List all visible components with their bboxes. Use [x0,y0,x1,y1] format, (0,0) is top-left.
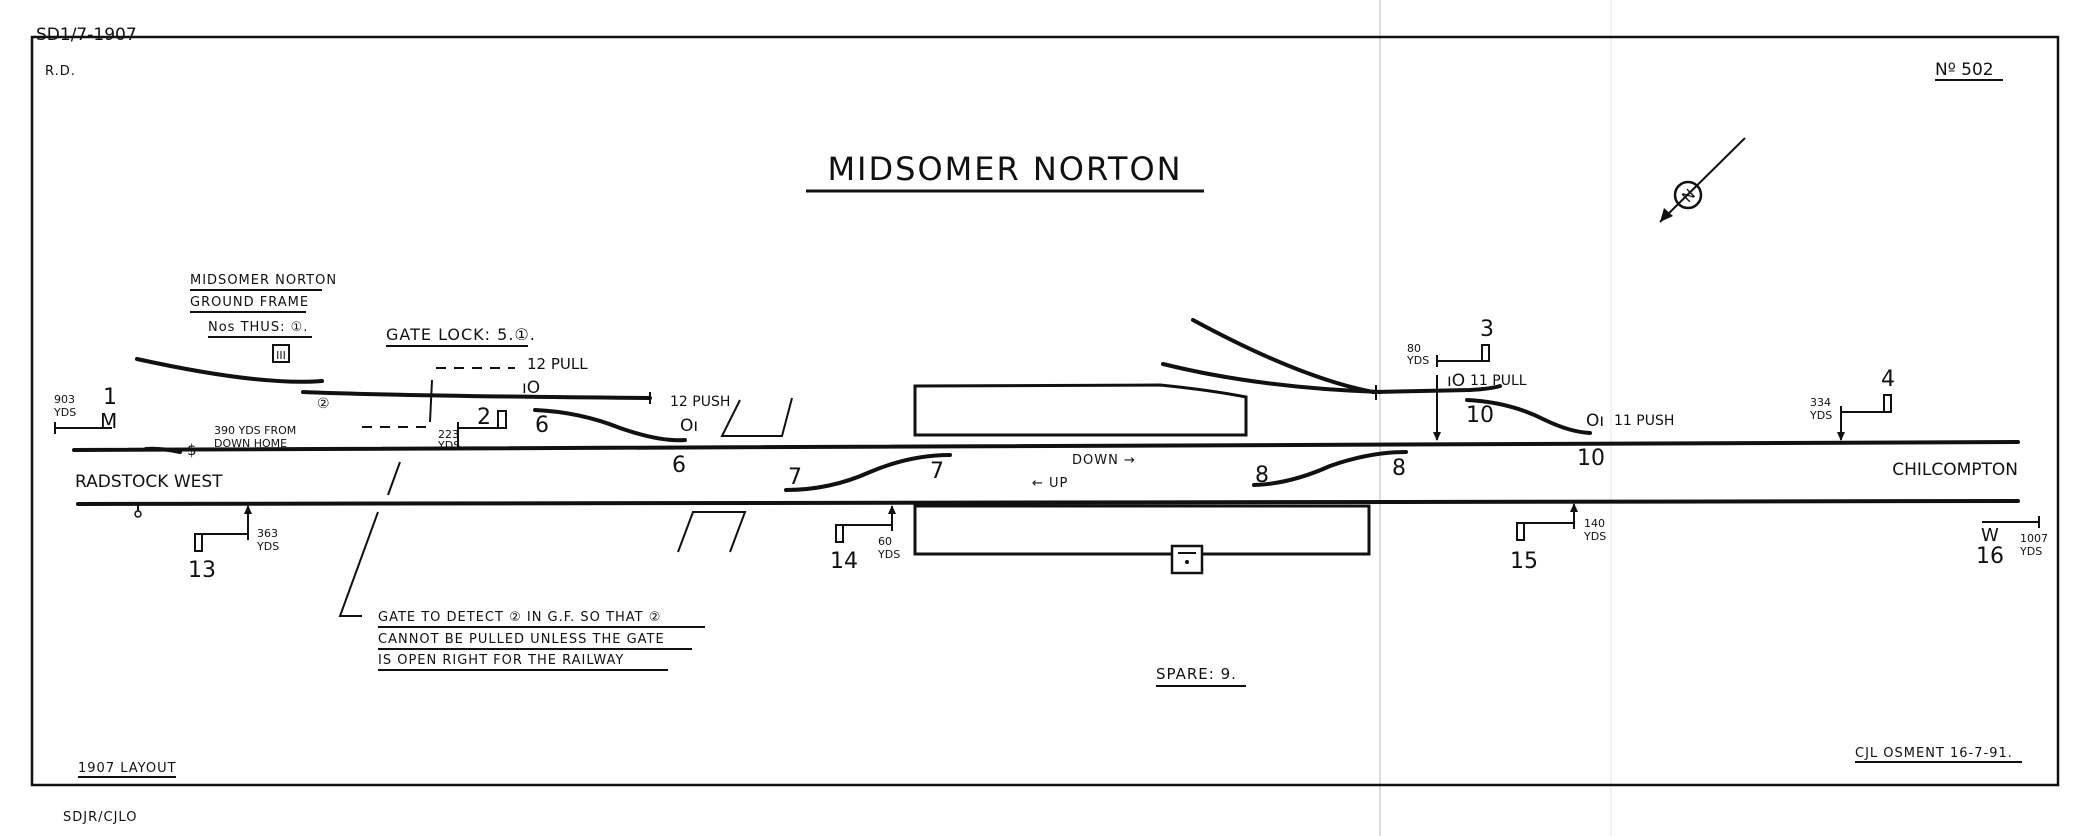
signal-13-number: 13 [188,558,216,583]
signal-15-number: 15 [1510,549,1538,574]
siding-track [1161,362,1382,394]
points-6 [533,408,687,443]
spare-lever-note: SPARE: 9. [1156,665,1237,683]
lever-11-pull: 11 PULL [1470,373,1527,389]
diagram-border [30,35,2060,787]
catch-point-icon: $ [187,441,197,459]
siding-track [1371,384,1502,394]
direction-up: ← UP [1032,476,1068,491]
station-chilcompton: CHILCOMPTON [1892,460,2018,480]
lever-12-push: 12 PUSH [670,394,730,410]
signal-1-distance: 903 [54,393,75,406]
siding-track [301,390,652,400]
ground-frame-subtitle: GROUND FRAME [190,295,309,310]
signal-3-number: 3 [1480,317,1494,342]
signal-1-unit: YDS [53,406,76,419]
ground-frame-box [272,344,290,363]
north-arrow-icon: N [1659,137,1746,223]
direction-down: DOWN → [1072,453,1136,468]
signal-16-type: W [1981,525,1999,546]
ground-frame-lever-2: ② [317,396,330,412]
signal-14-distance: 60 [878,535,892,548]
points-6-label: 6 [535,413,549,438]
gate-lever [429,379,433,423]
up-platform [913,504,1371,556]
gate-note-line: IS OPEN RIGHT FOR THE RAILWAY [378,653,624,668]
signal-3-unit: YDS [1406,354,1429,367]
signal-2-arm [497,410,507,429]
points-10-label: 10 [1577,446,1605,471]
siding-track [1191,318,1375,394]
disc-signal-icon: Oı [680,416,698,436]
rd-label: R.D. [45,64,76,79]
signal-3-arm [1481,344,1490,362]
reference-top: SD1/7-1907 [36,25,137,45]
page-title: MIDSOMER NORTON [827,150,1182,188]
signal-3-distance: 80 [1407,342,1421,355]
signal-4-unit: YDS [1809,409,1832,422]
signal-1-number: 1 [103,385,117,410]
disc-signal-icon: ıO [1447,371,1465,391]
ground-frame-numbering: Nos THUS: ①. [208,320,308,335]
gate-note-line: GATE TO DETECT ② IN G.F. SO THAT ② [378,610,661,625]
svg-text:N: N [1678,185,1699,206]
signal-14-unit: YDS [877,548,900,561]
signal-15-unit: YDS [1583,530,1606,543]
signal-2-unit: YDS [437,439,460,452]
diagram-number: Nº 502 [1935,60,1994,80]
signal-13-unit: YDS [256,540,279,553]
disc-signal-icon: Oı [1586,411,1604,431]
siding-track [135,357,324,384]
catch-point-note: DOWN HOME [214,437,287,450]
signal-4-number: 4 [1881,367,1895,392]
station-radstock-west: RADSTOCK WEST [75,472,223,492]
points-10-label: 10 [1466,403,1494,428]
points-7-label: 7 [930,459,944,484]
signal-14-number: 14 [830,549,858,574]
points-7-label: 7 [788,465,802,490]
down-main-line [72,440,2020,452]
signal-4-distance: 334 [1810,396,1831,409]
signal-box-icon [1170,544,1204,575]
signal-16-number: 16 [1976,544,2004,569]
points-6-label: 6 [672,453,686,478]
points-8 [1252,450,1408,487]
catch-point [144,446,182,454]
points-7 [784,453,952,492]
author-credit: CJL OSMENT 16-7-91. [1855,746,2013,761]
reference-bottom: SDJR/CJLO [63,810,137,825]
signal-16-distance: 1007 [2020,532,2048,545]
signal-15-arm [1516,522,1525,541]
catch-point-note: 390 YDS FROM [214,424,296,437]
disc-signal-icon: ıO [522,378,540,398]
signal-13-arm [194,533,203,552]
ground-frame-box-label: III [276,349,286,362]
signal-16-unit: YDS [2019,545,2042,558]
signal-15-distance: 140 [1584,517,1605,530]
signal-2-number: 2 [477,405,491,430]
up-main-line [76,499,2020,506]
signal-14-arm [835,524,844,543]
level-crossing-gates [338,397,793,617]
points-8-label: 8 [1255,463,1269,488]
lever-11-push: 11 PUSH [1614,413,1674,429]
signal-1-type: M [100,409,117,433]
signal-2-distance: 223 [438,428,459,441]
signal-4-arm [1883,394,1892,413]
ground-frame-title: MIDSOMER NORTON [190,273,337,288]
layout-year: 1907 LAYOUT [78,761,177,776]
points-10 [1465,398,1592,435]
signal-13-distance: 363 [257,527,278,540]
down-platform [913,383,1248,437]
lever-12-pull: 12 PULL [527,355,588,373]
gate-note-line: CANNOT BE PULLED UNLESS THE GATE [378,632,665,647]
points-8-label: 8 [1392,456,1406,481]
gate-lock-label: GATE LOCK: 5.①. [386,325,536,344]
